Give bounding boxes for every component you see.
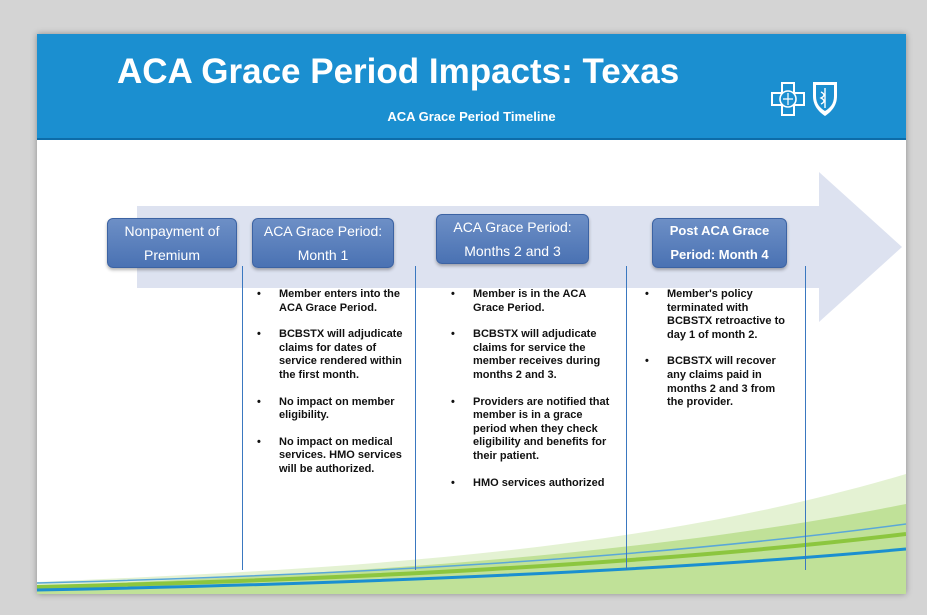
slide: ACA Grace Period Impacts: Texas ACA Grac… [37, 34, 906, 594]
list-item: No impact on member eligibility. [257, 396, 403, 423]
stage-label: ACA Grace Period: [263, 223, 383, 239]
list-item: Member's policy terminated with BCBSTX r… [645, 288, 793, 342]
list-item: BCBSTX will adjudicate claims for dates … [257, 328, 403, 382]
list-item: HMO services authorized [451, 477, 615, 491]
column-divider [242, 266, 243, 570]
list-item: Member is in the ACA Grace Period. [451, 288, 615, 315]
bullet-list: Member's policy terminated with BCBSTX r… [641, 288, 793, 410]
stage-label: Month 1 [297, 247, 349, 263]
stage-label: ACA Grace Period: [453, 219, 572, 235]
stage-month-1: ACA Grace Period: Month 1 [252, 218, 394, 268]
stage-months-2-3: ACA Grace Period: Months 2 and 3 [436, 214, 589, 264]
bcbs-logos [771, 82, 837, 116]
stage-label: Period: Month 4 [670, 247, 769, 262]
column-month-4: Member's policy terminated with BCBSTX r… [641, 288, 793, 423]
column-months-2-3: Member is in the ACA Grace Period. BCBST… [447, 288, 615, 503]
list-item: BCBSTX will recover any claims paid in m… [645, 355, 793, 409]
bullet-list: Member enters into the ACA Grace Period.… [253, 288, 403, 477]
stage-label: Months 2 and 3 [464, 243, 561, 259]
list-item: Providers are notified that member is in… [451, 396, 615, 464]
header-banner: ACA Grace Period Impacts: Texas ACA Grac… [37, 34, 906, 140]
blue-shield-icon [813, 82, 837, 116]
list-item: BCBSTX will adjudicate claims for servic… [451, 328, 615, 382]
column-divider [626, 266, 627, 570]
bullet-list: Member is in the ACA Grace Period. BCBST… [447, 288, 615, 490]
stage-nonpayment: Nonpayment of Premium [107, 218, 237, 268]
stage-month-4: Post ACA Grace Period: Month 4 [652, 218, 787, 268]
blue-cross-icon [771, 82, 805, 116]
decorative-swoosh [37, 474, 906, 594]
page-subtitle: ACA Grace Period Timeline [387, 109, 556, 124]
stage-label: Premium [143, 247, 200, 263]
column-month-1: Member enters into the ACA Grace Period.… [253, 288, 403, 490]
column-divider [805, 266, 806, 570]
stage-label: Post ACA Grace [669, 223, 770, 238]
list-item: Member enters into the ACA Grace Period. [257, 288, 403, 315]
page-title: ACA Grace Period Impacts: Texas [117, 52, 680, 91]
list-item: No impact on medical services. HMO servi… [257, 436, 403, 477]
column-divider [415, 266, 416, 570]
stage-label: Nonpayment of [124, 223, 220, 239]
